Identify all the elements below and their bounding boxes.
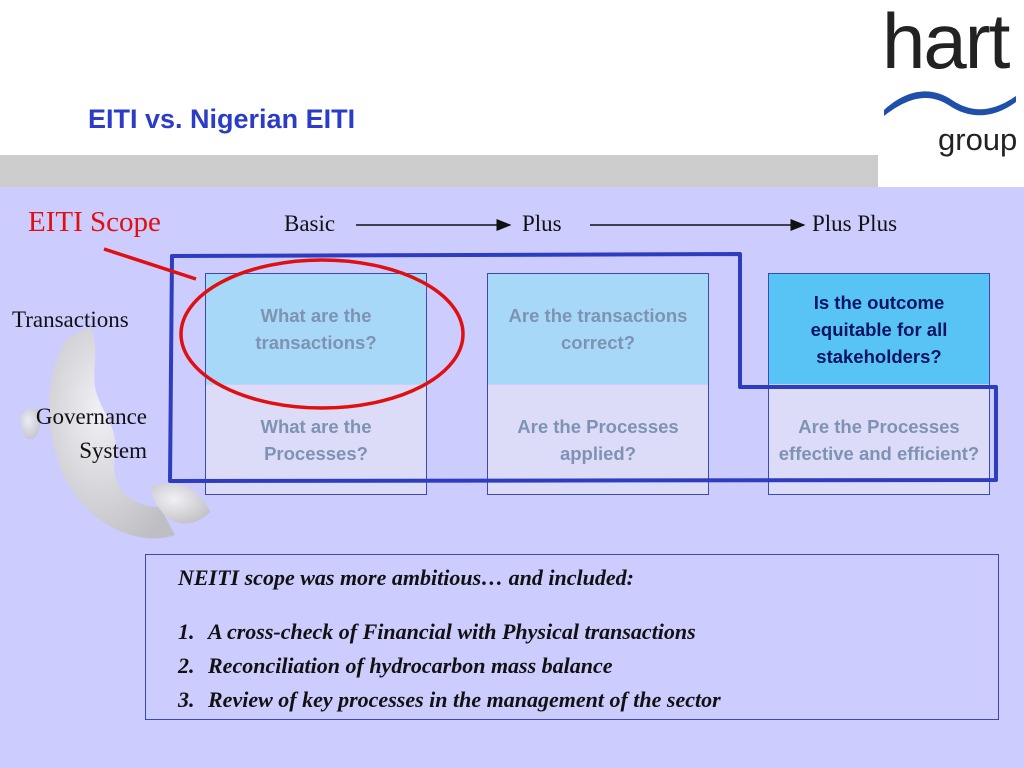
cell-plus-transactions: Are the transactions correct? [488, 274, 708, 384]
notes-list: 1. A cross-check of Financial with Physic… [178, 615, 721, 717]
header-divider-band [0, 155, 878, 187]
list-item-text: A cross-check of Financial with Physical… [208, 619, 696, 644]
list-item: 2. Reconciliation of hydrocarbon mass bal… [178, 649, 721, 683]
list-item-number: 3. [178, 687, 195, 712]
globe-icon [20, 327, 210, 539]
list-item: 3. Review of key processes in the managem… [178, 683, 721, 717]
cell-basic-transactions: What are the transactions? [206, 274, 426, 384]
list-item-text: Review of key processes in the managemen… [208, 687, 721, 712]
cell-plusplus-processes: Are the Processes effective and efficien… [769, 385, 989, 494]
diagram-panel: EITI Scope Basic Plus Plus Plus Transact… [0, 187, 1024, 768]
notes-box: NEITI scope was more ambitious… and incl… [145, 554, 999, 720]
stage-basic: Basic [284, 211, 336, 236]
cell-plusplus-outcome: Is the outcome equitable for all stakeho… [769, 274, 989, 384]
logo-wave-icon [884, 91, 1016, 116]
slide-header: EITI vs. Nigerian EITI [0, 0, 1024, 155]
logo-wordmark: hart [882, 0, 1010, 85]
row-label-governance-line2: System [79, 438, 147, 463]
stage-plus: Plus [522, 211, 562, 236]
list-item: 1. A cross-check of Financial with Physic… [178, 615, 721, 649]
list-item-text: Reconciliation of hydrocarbon mass balan… [208, 653, 613, 678]
stage-plus-plus: Plus Plus [812, 211, 898, 236]
slide-title: EITI vs. Nigerian EITI [88, 104, 356, 134]
cell-plus-processes: Are the Processes applied? [488, 385, 708, 494]
row-label-transactions: Transactions [12, 307, 129, 332]
eiti-scope-label: EITI Scope [28, 206, 161, 238]
notes-intro: NEITI scope was more ambitious… and incl… [178, 565, 634, 590]
company-logo: hart group [878, 0, 1024, 187]
row-label-governance-line1: Governance [35, 404, 147, 429]
cell-basic-processes: What are the Processes? [206, 385, 426, 494]
row-label-governance: Governance System [10, 400, 147, 468]
logo-subtitle: group [938, 122, 1018, 157]
list-item-number: 2. [178, 653, 195, 678]
list-item-number: 1. [178, 619, 195, 644]
